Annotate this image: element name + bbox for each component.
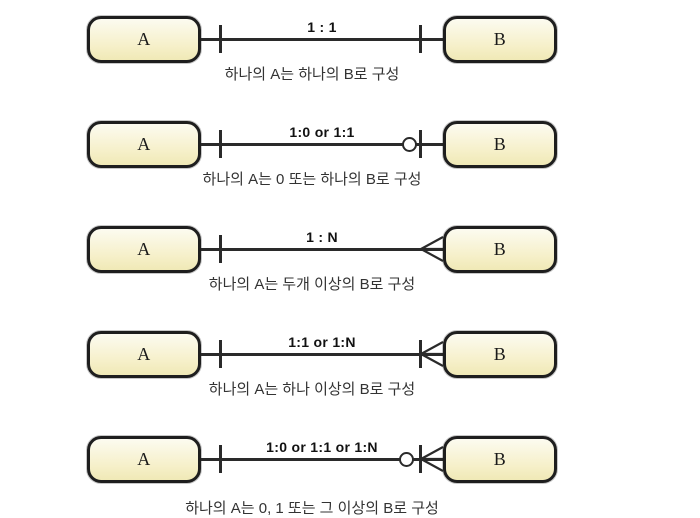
caption-text: 하나의 A는 두개 이상의 B로 구성 bbox=[208, 276, 416, 293]
one-tick-marker bbox=[419, 340, 422, 368]
entity-a-label: A bbox=[137, 134, 151, 154]
caption-text: 하나의 A는 0 또는 하나의 B로 구성 bbox=[202, 171, 422, 188]
relationship-line bbox=[201, 248, 443, 251]
caption-text: 하나의 A는 하나의 B로 구성 bbox=[224, 66, 400, 83]
cardinality-label: 1:1 or 1:N bbox=[288, 334, 356, 350]
entity-box-b: B bbox=[443, 16, 557, 63]
caption-text: 하나의 A는 하나 이상의 B로 구성 bbox=[208, 381, 416, 398]
one-tick-marker bbox=[419, 25, 422, 53]
entity-b-label: B bbox=[493, 239, 507, 259]
one-tick-marker bbox=[219, 340, 222, 368]
zero-circle-marker bbox=[399, 451, 414, 467]
entity-b-label: B bbox=[493, 134, 507, 154]
crow-foot-marker bbox=[420, 446, 444, 472]
cardinality-label: 1 : 1 bbox=[307, 19, 337, 35]
connector: 1:1 or 1:N bbox=[201, 331, 444, 378]
relationship-line bbox=[201, 38, 443, 41]
connector: 1 : N bbox=[201, 226, 444, 273]
one-tick-marker bbox=[219, 25, 222, 53]
entity-a-label: A bbox=[137, 449, 151, 469]
connector: 1 : 1 bbox=[201, 16, 443, 63]
relationship-row-zero-or-one: A 1:0 or 1:1 B 하나의 A는 0 또는 하나의 B로 구성 bbox=[0, 105, 700, 210]
relationship-row-one-to-one: A 1 : 1 B 하나의 A는 하나의 B로 구성 bbox=[0, 0, 700, 105]
entity-a-label: A bbox=[137, 344, 151, 364]
one-tick-marker bbox=[219, 445, 222, 473]
entity-box-b: B bbox=[443, 226, 557, 273]
relationship-line bbox=[201, 143, 443, 146]
one-tick-marker bbox=[419, 445, 422, 473]
crow-foot-marker bbox=[420, 236, 444, 262]
zero-circle-marker bbox=[402, 136, 417, 152]
caption-text: 하나의 A는 0, 1 또는 그 이상의 B로 구성 bbox=[185, 500, 439, 517]
entity-a-label: A bbox=[137, 239, 151, 259]
cardinality-label: 1 : N bbox=[306, 229, 338, 245]
connector: 1:0 or 1:1 bbox=[201, 121, 443, 168]
entity-box-a: A bbox=[87, 436, 201, 483]
relationship-row-zero-one-or-many: A 1:0 or 1:1 or 1:N B 하나의 A는 0, 1 또는 그 이… bbox=[0, 420, 700, 518]
relationship-row-one-to-many: A 1 : N B 하나의 A는 두개 이상의 B로 구성 bbox=[0, 210, 700, 315]
entity-b-label: B bbox=[493, 449, 507, 469]
one-tick-marker bbox=[219, 130, 222, 158]
entity-b-label: B bbox=[493, 344, 507, 364]
entity-box-b: B bbox=[443, 436, 557, 483]
relationship-line bbox=[201, 353, 443, 356]
entity-a-label: A bbox=[137, 29, 151, 49]
one-tick-marker bbox=[419, 130, 422, 158]
entity-box-b: B bbox=[443, 121, 557, 168]
relationship-line bbox=[201, 458, 443, 461]
entity-box-a: A bbox=[87, 331, 201, 378]
relationship-row-one-or-many: A 1:1 or 1:N B 하나의 A는 하나 이상의 B로 구성 bbox=[0, 315, 700, 420]
one-tick-marker bbox=[219, 235, 222, 263]
entity-b-label: B bbox=[493, 29, 507, 49]
connector: 1:0 or 1:1 or 1:N bbox=[201, 436, 444, 483]
entity-box-a: A bbox=[87, 226, 201, 273]
cardinality-label: 1:0 or 1:1 or 1:N bbox=[266, 439, 378, 455]
crow-foot-marker bbox=[420, 341, 444, 367]
entity-box-a: A bbox=[87, 121, 201, 168]
entity-box-b: B bbox=[443, 331, 557, 378]
entity-box-a: A bbox=[87, 16, 201, 63]
cardinality-label: 1:0 or 1:1 bbox=[289, 124, 355, 140]
